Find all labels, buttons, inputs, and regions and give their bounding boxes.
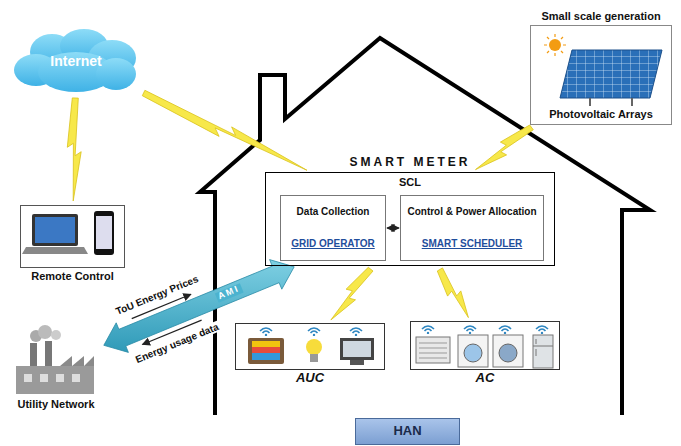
box-heading: SMART METER [350, 156, 471, 170]
box-heading: AC [476, 371, 495, 386]
pv-illustration [590, 98, 632, 106]
controllable-appliances [422, 326, 434, 334]
controllable-appliances [416, 326, 553, 368]
wireless-link [67, 98, 81, 201]
cloud-node: Internet [12, 28, 140, 94]
controllable-appliances [464, 326, 476, 334]
factory-illustration [51, 330, 61, 340]
wireless-link [437, 268, 468, 318]
controllable-appliances [499, 326, 511, 334]
uncontrollable-appliances [343, 341, 371, 357]
controllable-appliances [493, 335, 523, 367]
factory-illustration [56, 374, 64, 382]
flow-label: Energy usage data [132, 321, 222, 367]
cloud-shape [14, 29, 136, 92]
utility-node: Utility Network [10, 333, 102, 397]
factory-illustration [16, 366, 94, 394]
uncontrollable-appliances [260, 328, 272, 336]
uncontrollable-appliances [308, 328, 320, 336]
wireless-link [476, 125, 534, 170]
factory-illustration [40, 374, 48, 382]
generation-box: Small scale generationPhotovoltaic Array… [530, 25, 672, 125]
factory-illustration [60, 356, 94, 366]
wireless-link [142, 90, 307, 170]
wireless-link [476, 125, 534, 170]
remote-devices [22, 247, 88, 254]
pv-illustration [560, 50, 662, 98]
box-text: HAN [393, 424, 421, 439]
appliance-group-box: AUC [235, 323, 385, 370]
factory-illustration [38, 325, 52, 339]
uncontrollable-appliances [310, 354, 318, 362]
pv-illustration [544, 34, 566, 56]
han-box: HAN [355, 418, 460, 445]
wireless-link [331, 267, 373, 320]
box-text: Internet [50, 53, 101, 69]
uncontrollable-appliances [340, 338, 374, 360]
uncontrollable-appliances [252, 341, 280, 360]
data-link [387, 227, 399, 228]
uncontrollable-appliances [350, 360, 364, 365]
edge-label: AMI [215, 284, 243, 303]
factory-illustration [16, 325, 94, 394]
box-text: SMART SCHEDULER [422, 238, 523, 250]
flow-label: ToU Energy Prices [112, 273, 201, 318]
controllable-appliances [458, 335, 488, 367]
wireless-link [437, 268, 468, 318]
box-text: SCL [399, 176, 421, 189]
box-heading: Utility Network [17, 398, 94, 411]
box-text: Data Collection [297, 206, 370, 218]
uncontrollable-appliances [252, 353, 280, 360]
factory-illustration [45, 341, 52, 367]
pv-illustration [544, 34, 662, 106]
box-text: Photovoltaic Arrays [549, 108, 653, 121]
box-text: GRID OPERATOR [291, 238, 375, 250]
remote-devices [32, 214, 78, 246]
wireless-link [67, 98, 81, 201]
remote-control-box: Remote Control [20, 205, 125, 268]
appliance-group-box: AC [410, 321, 560, 370]
controllable-appliances [536, 326, 548, 334]
controllable-appliances [533, 339, 553, 356]
box-heading: AUC [296, 371, 324, 386]
pv-illustration [549, 39, 561, 51]
uncontrollable-appliances [306, 339, 322, 355]
factory-illustration [72, 374, 80, 382]
remote-devices [35, 217, 75, 243]
smart-meter-box: SMART METERSCLData CollectionGRID OPERAT… [265, 172, 555, 266]
uncontrollable-appliances [252, 341, 280, 347]
scheduler-box: Control & Power AllocationSMART SCHEDULE… [400, 195, 544, 261]
box-text: Control & Power Allocation [407, 206, 536, 218]
wireless-link [331, 267, 373, 320]
data-link [387, 228, 399, 229]
controllable-appliances [419, 343, 447, 358]
uncontrollable-appliances [248, 328, 374, 365]
uncontrollable-appliances [248, 338, 284, 364]
data-collection-box: Data CollectionGRID OPERATOR [280, 195, 386, 261]
remote-devices [94, 211, 114, 255]
cloud-shape [96, 58, 136, 90]
remote-devices [96, 216, 112, 249]
uncontrollable-appliances [350, 328, 362, 336]
wireless-link [142, 90, 307, 170]
factory-illustration [24, 374, 32, 382]
controllable-appliances [533, 335, 553, 368]
factory-illustration [30, 343, 37, 367]
pv-illustration [544, 34, 566, 56]
box-heading: Remote Control [31, 270, 114, 283]
controllable-appliances [499, 344, 517, 362]
controllable-appliances [416, 337, 450, 363]
box-heading: Small scale generation [541, 10, 660, 23]
controllable-appliances [464, 344, 482, 362]
remote-devices [22, 211, 114, 255]
